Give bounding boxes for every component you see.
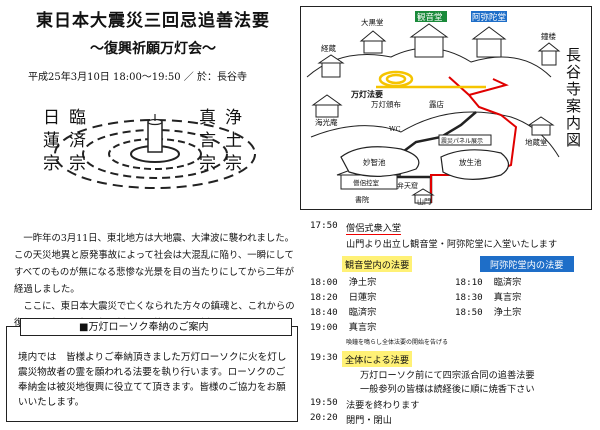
sched-left-item: 19:00 真言宗 xyxy=(310,319,376,334)
sched-end-label: 法要を終わります xyxy=(346,400,420,411)
sched-row-1-label: 僧侶式衆入堂 xyxy=(346,220,402,235)
sched-right-label: 真言宗 xyxy=(493,292,522,303)
map-label-shoshiin: 僧侶控室 xyxy=(353,179,379,187)
sched-right-item: 18:50 浄土宗 xyxy=(455,304,521,319)
event-dateline: 平成25年3月10日 18:00～19:50 ／ 於：長谷寺 xyxy=(28,72,247,83)
map-label-benzaiten: 弁天窟 xyxy=(397,182,418,190)
sched-left-item: 18:40 臨済宗 xyxy=(310,304,376,319)
map-label-myochi: 妙智池 xyxy=(363,158,386,167)
map-label-hoshoike: 放生池 xyxy=(459,158,482,167)
sched-left-label: 真言宗 xyxy=(348,322,377,333)
map-label-mantoho: 万灯法要 xyxy=(351,89,383,99)
sched-kannondo-header: 観音堂内の法要 xyxy=(342,256,413,272)
map-label-roten: 露店 xyxy=(429,100,444,109)
sched-right-time: 18:50 xyxy=(455,307,483,318)
sched-right-list: 18:10 臨済宗 18:30 真言宗 18:50 浄土宗 xyxy=(455,274,521,319)
sched-left-item: 18:00 浄土宗 xyxy=(310,274,376,289)
sched-left-time: 18:20 xyxy=(310,292,338,303)
sched-bell-note: 喚鐘を鳴らし全体法要の開始を告げる xyxy=(346,339,449,346)
map-title: 長谷寺案内図 xyxy=(564,47,582,149)
sched-row-1-time: 17:50 xyxy=(310,220,338,231)
sched-left-time: 18:40 xyxy=(310,307,338,318)
notice-title: ■万灯ローソク奉納のご案内 xyxy=(20,318,292,336)
sched-left-label: 臨済宗 xyxy=(348,307,377,318)
sched-right-time: 18:30 xyxy=(455,292,483,303)
sched-all-note-1: 万灯ローソク前にて四宗派合同の追善法要 xyxy=(360,370,535,381)
map-label-kannondo: 観音堂 xyxy=(417,13,443,23)
temple-map-drawing xyxy=(306,11,561,204)
sched-right-time: 18:10 xyxy=(455,277,483,288)
map-label-sanmon: 山門 xyxy=(417,198,431,206)
sched-right-label: 浄土宗 xyxy=(493,307,522,318)
sched-left-time: 18:00 xyxy=(310,277,338,288)
ripple-candle-illustration xyxy=(54,114,256,189)
map-label-shoro: 鐘楼 xyxy=(541,32,556,41)
sched-amidado-header: 阿弥陀堂内の法要 xyxy=(480,256,574,272)
map-label-kyozo: 経蔵 xyxy=(321,44,336,53)
intro-text: 一昨年の3月11日、東北地方は大地震、大津波に襲われました。この天災地異と原発事… xyxy=(14,230,300,332)
sched-row-1-label-text: 僧侶式衆入堂 xyxy=(346,223,402,235)
sched-left-item: 18:20 日蓮宗 xyxy=(310,289,376,304)
sched-end-time: 19:50 xyxy=(310,397,338,408)
sect-shingon: 真言宗 xyxy=(195,108,215,177)
sect-nichiren: 日蓮宗 xyxy=(39,108,59,177)
sched-left-label: 浄土宗 xyxy=(348,277,377,288)
sched-left-time: 19:00 xyxy=(310,322,338,333)
temple-map: 観音堂 阿弥陀堂 大黒堂 経蔵 鐘楼 万灯法要 万灯頒布 露店 海光庵 WC 地… xyxy=(300,6,592,210)
sect-rinzai: 臨済宗 xyxy=(65,108,85,177)
map-label-daikokudo: 大黒堂 xyxy=(361,18,384,27)
map-label-shoin: 書院 xyxy=(355,196,369,204)
sched-close-time: 20:20 xyxy=(310,412,338,423)
sched-right-item: 18:10 臨済宗 xyxy=(455,274,521,289)
intro-paragraph-1: 一昨年の3月11日、東北地方は大地震、大津波に襲われました。この天災地異と原発事… xyxy=(14,233,294,295)
sched-all-time: 19:30 xyxy=(310,352,338,363)
map-label-panel: 震災パネル展示 xyxy=(441,138,484,145)
map-label-amidado: 阿弥陀堂 xyxy=(472,13,507,23)
map-label-wc: WC xyxy=(389,125,401,133)
map-label-mantomanpu: 万灯頒布 xyxy=(371,100,401,109)
map-label-kaikodo: 海光庵 xyxy=(315,118,338,127)
sched-close-label: 閉門・閉山 xyxy=(346,415,392,426)
page-title: 東日本大震災三回忌追善法要 xyxy=(36,11,270,31)
page-subtitle: ～復興祈願万灯会～ xyxy=(90,41,216,57)
sched-left-list: 18:00 浄土宗 18:20 日蓮宗 18:40 臨済宗 19:00 真言宗 xyxy=(310,274,376,334)
map-label-jizodo: 地蔵堂 xyxy=(525,138,548,147)
sched-right-item: 18:30 真言宗 xyxy=(455,289,521,304)
sched-all-note-2: 一般参列の皆様は読経後に順に焼香下さい xyxy=(360,384,535,395)
sched-left-label: 日蓮宗 xyxy=(348,292,377,303)
sched-row-1-note: 山門より出立し観音堂・阿弥陀堂に入堂いたします xyxy=(346,239,558,250)
notice-body: 境内では 皆様よりご奉納頂きました万灯ローソクに火を灯し震災物故者の霊を願われる… xyxy=(18,352,287,408)
sched-right-label: 臨済宗 xyxy=(493,277,522,288)
sect-jodo: 浄土宗 xyxy=(221,108,241,177)
sched-all-label: 全体による法要 xyxy=(342,351,413,367)
